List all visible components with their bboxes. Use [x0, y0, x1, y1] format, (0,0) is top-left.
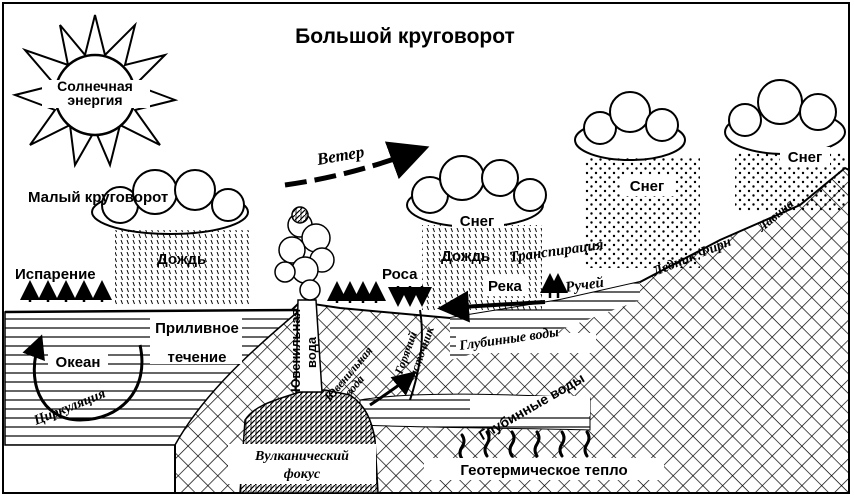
- wind-label: Ветер: [314, 142, 365, 169]
- ocean-label: Океан: [56, 354, 101, 371]
- snow-mid-label: Снег: [460, 213, 494, 230]
- transpiration-arrows: [540, 273, 568, 298]
- evaporation-label: Испарение: [15, 266, 96, 283]
- hot-spring-channel: [409, 309, 423, 401]
- cloud-icon: [574, 91, 686, 161]
- rain-left-label: Дождь: [157, 251, 206, 268]
- river-label: Река: [488, 278, 522, 295]
- volcano-plume-icon: [274, 206, 335, 301]
- wind-arrow: [284, 141, 430, 188]
- geothermal-heat-marks: [458, 430, 591, 461]
- juvenile-water-arrow: [369, 371, 417, 407]
- stream-label: Ручей: [564, 275, 605, 296]
- diagram-title: Большой круговорот: [295, 25, 515, 48]
- snow-right1-label: Снег: [630, 178, 664, 195]
- cloud-icon: [91, 169, 249, 235]
- volcanic-label-1: Вулканический: [254, 449, 349, 464]
- juvenile-label-2: вода: [304, 336, 319, 368]
- circulation-loop: [22, 334, 144, 422]
- small-cycle-label: Малый круговорот: [28, 189, 168, 206]
- volcanic-label-2: фокус: [284, 467, 321, 482]
- volcano-conduit: [295, 299, 323, 393]
- tidal-label-1: Приливное: [155, 320, 239, 337]
- cloud-icon: [724, 79, 846, 155]
- tidal-label-2: течение: [168, 349, 227, 366]
- dew-label: Роса: [382, 266, 418, 283]
- sun-label-1: Солнечная: [57, 78, 133, 94]
- river-arrow: [437, 290, 546, 323]
- rain-mid-streaks: [422, 225, 542, 310]
- dew-down-arrows: [388, 286, 432, 307]
- rain-left-streaks: [115, 230, 250, 305]
- dew-up-arrows: [327, 281, 386, 303]
- sun-label-2: энергия: [67, 92, 122, 108]
- juvenile-label-1: Ювенильная: [288, 309, 303, 392]
- evaporation-arrows: [20, 280, 112, 302]
- cloud-icon: [406, 155, 547, 228]
- geothermal-label: Геотермическое тепло: [460, 462, 627, 479]
- rain-mid-label: Дождь: [441, 248, 490, 265]
- snow-right2-label: Снег: [788, 149, 822, 166]
